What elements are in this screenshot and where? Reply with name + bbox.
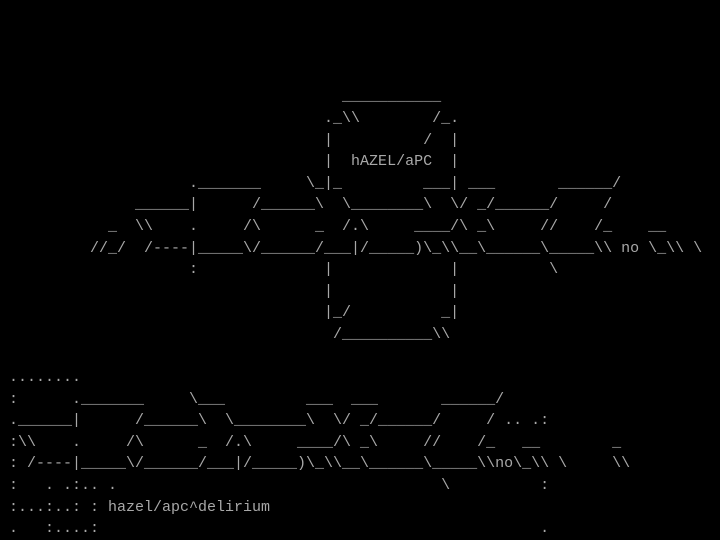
blank-row: [0, 346, 720, 368]
logo-art-line: _ \\ . /\ _ /.\ ____/\ _\ // /_ __: [0, 217, 667, 235]
bottom-art-line: .______| /______\ \________\ \/ _/______…: [0, 412, 550, 430]
bottom-art-line: : /----|_____\/______/___|/_____)\_\\__\…: [0, 455, 631, 473]
blank-row: [0, 65, 720, 87]
logo-art-line: ___________: [0, 88, 442, 106]
bottom-art-line: ........: [0, 369, 82, 387]
logo-art-line: | |: [0, 282, 460, 300]
logo-art-line: ______| /______\ \________\ \/ _/______/…: [0, 196, 613, 214]
logo-art-line: //_/ /----|_____\/______/___|/_____)\_\\…: [0, 239, 703, 257]
logo-title-line: | hAZEL/aPC |: [0, 153, 460, 171]
bottom-art-line: : . .:.. . \ :: [0, 477, 550, 495]
bottom-art-line: . :....: .: [0, 520, 550, 538]
logo-art-line: ._\\ /_.: [0, 109, 460, 127]
tagline-line: :...:..: : hazel/apc^delirium: [0, 498, 271, 516]
bottom-art-line: :\\ . /\ _ /.\ ____/\ _\ // /_ __ _: [0, 433, 622, 451]
blank-row: [0, 43, 720, 65]
logo-art-line: : | | \: [0, 261, 559, 279]
logo-art-line: ._______ \_|_ ___| ___ ______/: [0, 174, 622, 192]
logo-art-line: | / |: [0, 131, 460, 149]
logo-art-line: /__________\\: [0, 325, 451, 343]
blank-row: [0, 22, 720, 44]
logo-art-line: |_/ _|: [0, 304, 460, 322]
bottom-art-line: : ._______ \___ ___ ___ ______/: [0, 390, 505, 408]
blank-row: [0, 0, 720, 22]
